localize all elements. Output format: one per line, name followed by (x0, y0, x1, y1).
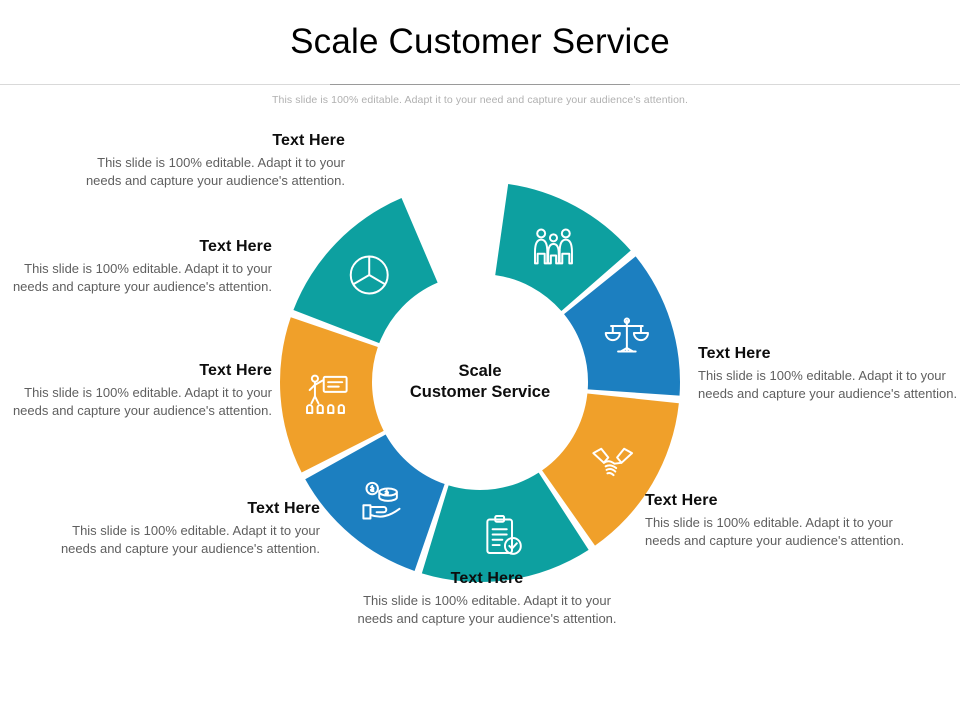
donut-segment-1[interactable] (495, 183, 631, 312)
balance-scales-icon (604, 317, 649, 353)
page-subtitle: This slide is 100% editable. Adapt it to… (272, 94, 688, 106)
text-block-5-body: This slide is 100% editable. Adapt it to… (357, 593, 617, 627)
text-block-3-body: This slide is 100% editable. Adapt it to… (12, 385, 272, 419)
pie-chart-icon (349, 255, 389, 295)
handshake-icon (592, 447, 634, 477)
text-block-4-heading: Text Here (247, 500, 320, 517)
presentation-training-icon (306, 374, 348, 414)
clipboard-check-icon (486, 515, 522, 555)
donut-segment-7[interactable] (293, 198, 438, 344)
text-block-6-heading: Text Here (645, 492, 718, 509)
text-block-5: Text Here This slide is 100% editable. A… (352, 570, 622, 629)
text-block-7: Text Here This slide is 100% editable. A… (698, 345, 958, 404)
text-block-1-heading: Text Here (272, 132, 345, 149)
text-block-1-body: This slide is 100% editable. Adapt it to… (85, 155, 345, 189)
page-title: Scale Customer Service (290, 22, 670, 61)
text-block-7-heading: Text Here (698, 345, 771, 362)
group-people-icon (534, 228, 573, 265)
donut-chart (268, 170, 692, 594)
text-block-2-body: This slide is 100% editable. Adapt it to… (12, 261, 272, 295)
text-block-3: Text Here This slide is 100% editable. A… (0, 362, 272, 421)
text-block-4: Text Here This slide is 100% editable. A… (40, 500, 320, 559)
text-block-6-body: This slide is 100% editable. Adapt it to… (645, 515, 905, 549)
text-block-5-heading: Text Here (450, 570, 524, 587)
donut-chart-svg (280, 183, 680, 582)
header-divider-accent (330, 84, 630, 85)
text-block-7-body: This slide is 100% editable. Adapt it to… (698, 368, 958, 402)
text-block-3-heading: Text Here (199, 362, 272, 379)
donut-segment-5[interactable] (305, 434, 445, 571)
donut-segment-4[interactable] (421, 472, 589, 582)
hand-money-icon (362, 481, 401, 520)
text-block-6: Text Here This slide is 100% editable. A… (645, 492, 915, 551)
text-block-2-heading: Text Here (199, 238, 272, 255)
text-block-2: Text Here This slide is 100% editable. A… (0, 238, 272, 297)
text-block-4-body: This slide is 100% editable. Adapt it to… (60, 523, 320, 557)
text-block-1: Text Here This slide is 100% editable. A… (60, 132, 345, 191)
donut-segment-6[interactable] (280, 317, 384, 473)
